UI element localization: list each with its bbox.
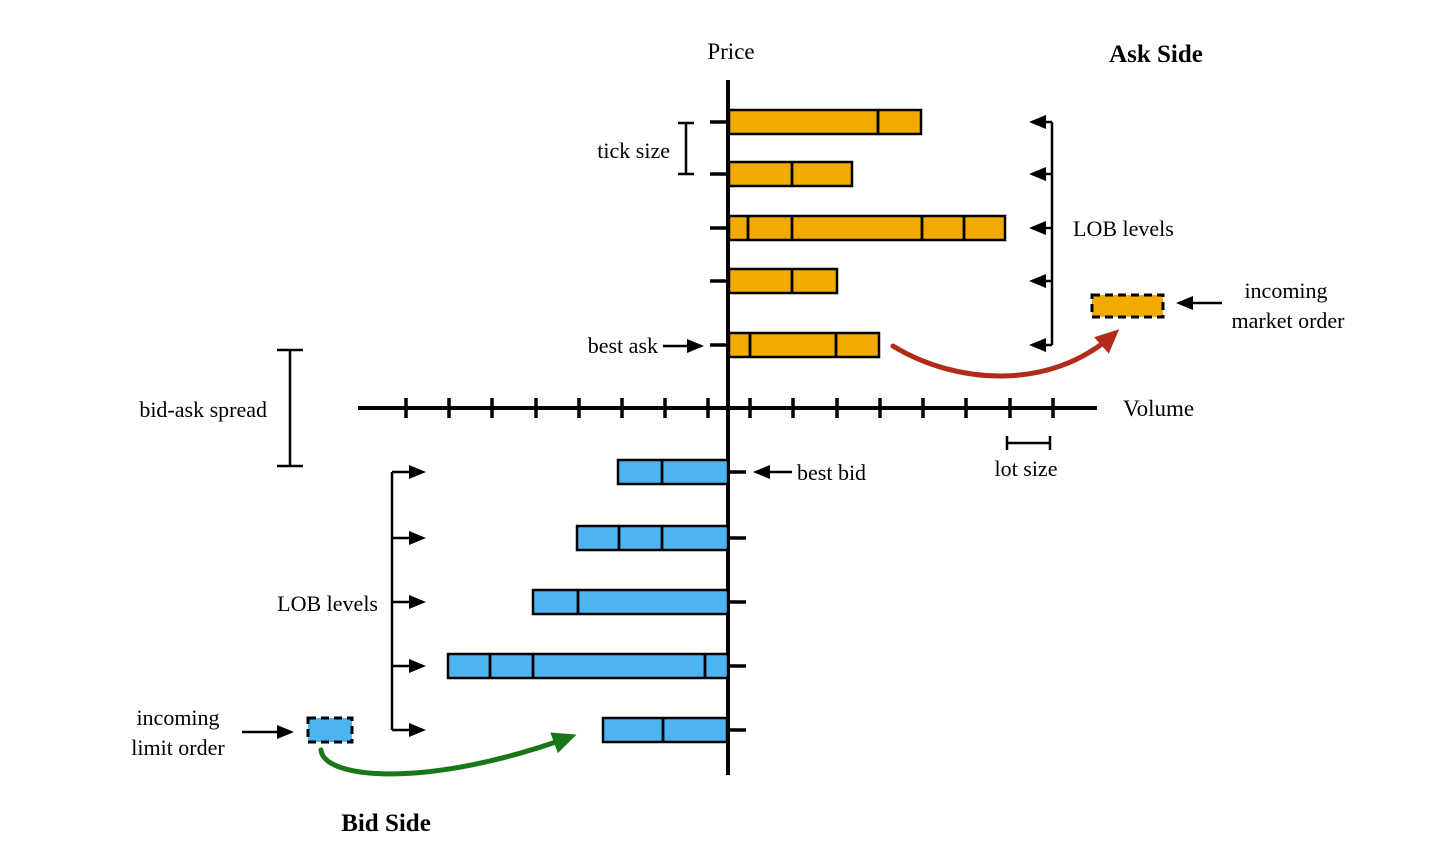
ask-price-ticks	[710, 120, 728, 347]
incoming-order-boxes	[306, 293, 1165, 744]
bid-bar-level-5	[601, 716, 729, 744]
ask-bar-level-5	[727, 331, 881, 359]
market-order-execution-arrow	[890, 329, 1120, 379]
incoming-market-order-label-line1: incoming	[1244, 278, 1327, 303]
ask-bar-level-4	[727, 267, 839, 295]
bid-bar-level-1	[616, 458, 730, 486]
ask-side-title: Ask Side	[1109, 41, 1203, 68]
best-bid-label: best bid	[797, 460, 866, 485]
incoming-limit-order-label-line1: incoming	[136, 705, 219, 730]
ask-bar-level-1	[727, 108, 923, 136]
bid-bar-level-3	[531, 588, 730, 616]
tick-size-label: tick size	[597, 138, 670, 163]
volume-axis-ticks	[404, 398, 1055, 418]
bid-side-bars	[446, 458, 730, 744]
ask-lob-levels-label: LOB levels	[1073, 216, 1174, 241]
limit-order-placement-arrow	[318, 732, 577, 777]
best-ask-label: best ask	[588, 333, 658, 358]
bid-ask-spread-label: bid-ask spread	[139, 397, 267, 422]
incoming-limit-order-label-line2: limit order	[131, 735, 225, 760]
ask-bar-level-2	[727, 160, 854, 188]
lot-size-bracket	[1005, 436, 1052, 450]
incoming-market-order-box	[1090, 293, 1165, 319]
incoming-market-order-label-line2: market order	[1232, 308, 1346, 333]
ask-lob-levels-bracket	[1029, 115, 1054, 352]
bid-bar-level-4	[446, 652, 730, 680]
ask-bar-level-3	[727, 214, 1007, 242]
incoming-limit-order-box	[306, 716, 354, 744]
tick-size-bracket	[678, 121, 694, 176]
bid-price-ticks	[728, 470, 746, 732]
bid-bar-level-2	[575, 524, 730, 552]
ask-side-bars	[727, 108, 1007, 359]
bid-ask-spread-bracket	[277, 348, 303, 468]
volume-axis-label: Volume	[1123, 396, 1194, 421]
bid-side-title: Bid Side	[341, 810, 431, 837]
price-axis-label: Price	[707, 39, 754, 64]
bid-lob-levels-label: LOB levels	[277, 591, 378, 616]
bid-lob-levels-bracket	[390, 465, 426, 737]
lot-size-label: lot size	[995, 456, 1058, 481]
